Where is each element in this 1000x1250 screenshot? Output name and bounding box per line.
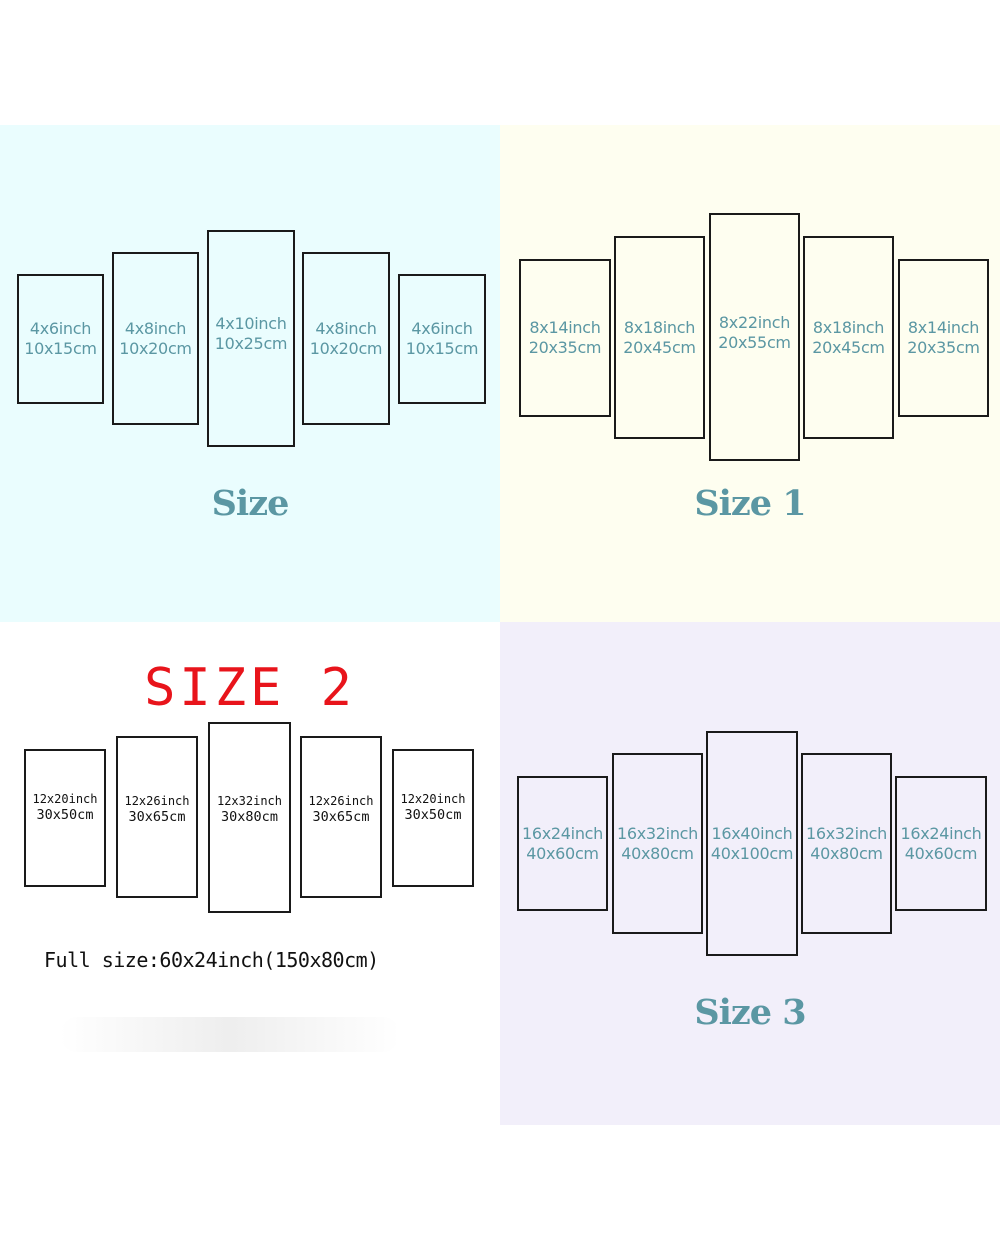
panel-cm-label: 40x80cm [810, 843, 883, 863]
panel-cm-label: 30x50cm [36, 807, 94, 823]
panel-inch-label: 16x24inch [900, 823, 982, 843]
panel-cm-label: 20x45cm [623, 337, 696, 357]
panel-cm-label: 40x80cm [621, 843, 694, 863]
panel-inch-label: 12x26inch [308, 794, 374, 808]
panel-inch-label: 4x8inch [124, 318, 187, 338]
size3-title: Size 3 [694, 992, 806, 1033]
size1-panel-1: 8x14inch 20x35cm [519, 259, 611, 417]
size3-panel-5: 16x24inch 40x60cm [895, 776, 987, 911]
size1-panel-3: 8x22inch 20x55cm [709, 213, 800, 461]
size2-panel-1: 12x20inch 30x50cm [24, 749, 106, 887]
size3-panel-4: 16x32inch 40x80cm [801, 753, 892, 934]
panel-inch-label: 16x32inch [616, 823, 698, 843]
panel-cm-label: 40x60cm [904, 843, 978, 863]
size1-panel-5: 8x14inch 20x35cm [898, 259, 989, 417]
panel-cm-label: 40x60cm [526, 843, 599, 863]
panel-cm-label: 20x35cm [528, 338, 602, 357]
panel-inch-label: 4x6inch [411, 319, 473, 338]
size1-panel-2: 8x18inch 20x45cm [614, 236, 705, 439]
panel-inch-label: 8x18inch [623, 317, 696, 337]
panel-inch-label: 12x20inch [32, 792, 98, 806]
panel-inch-label: 16x40inch [711, 823, 793, 843]
panel-cm-label: 40x100cm [710, 843, 794, 863]
panel-cm-label: 20x45cm [812, 337, 885, 357]
panel-cm-label: 20x55cm [718, 333, 791, 352]
size-title: Size [211, 483, 290, 524]
panel-inch-label: 16x32inch [805, 823, 887, 843]
panel-cm-label: 30x65cm [312, 809, 370, 825]
background-smudge [60, 1017, 400, 1052]
size-panel-4: 4x8inch 10x20cm [302, 252, 390, 425]
size2-quadrant: SIZE 2 12x20inch 30x50cm 12x26inch 30x65… [0, 622, 500, 1125]
size2-panel-4: 12x26inch 30x65cm [300, 736, 382, 898]
size2-panel-5: 12x20inch 30x50cm [392, 749, 474, 887]
size1-quadrant: 8x14inch 20x35cm 8x18inch 20x45cm 8x22in… [500, 125, 1000, 622]
panel-inch-label: 8x14inch [907, 318, 980, 337]
size2-title: SIZE 2 [144, 658, 356, 718]
size2-panel-2: 12x26inch 30x65cm [116, 736, 198, 898]
panel-cm-label: 10x20cm [119, 338, 192, 358]
size-panel-5: 4x6inch 10x15cm [398, 274, 486, 404]
size-panel-1: 4x6inch 10x15cm [17, 274, 104, 404]
size-panel-2: 4x8inch 10x20cm [112, 252, 199, 425]
panel-cm-label: 30x80cm [221, 809, 278, 825]
size-panel-3: 4x10inch 10x25cm [207, 230, 295, 447]
panel-inch-label: 4x8inch [315, 318, 377, 338]
panel-inch-label: 12x26inch [124, 794, 190, 808]
panel-inch-label: 8x14inch [529, 318, 601, 337]
panel-inch-label: 12x20inch [400, 792, 466, 806]
panel-cm-label: 10x15cm [24, 339, 97, 358]
size1-title: Size 1 [694, 483, 806, 524]
panel-inch-label: 8x22inch [718, 313, 791, 332]
full-size-label: Full size:60x24inch(150x80cm) [44, 948, 379, 972]
panel-cm-label: 30x65cm [128, 809, 186, 825]
size1-panel-4: 8x18inch 20x45cm [803, 236, 894, 439]
size2-panel-3: 12x32inch 30x80cm [208, 722, 291, 913]
size3-panel-3: 16x40inch 40x100cm [706, 731, 798, 956]
panel-inch-label: 4x10inch [215, 314, 287, 333]
panel-cm-label: 10x15cm [405, 339, 479, 358]
size-quadrant: 4x6inch 10x15cm 4x8inch 10x20cm 4x10inch… [0, 125, 500, 622]
size3-panel-1: 16x24inch 40x60cm [517, 776, 608, 911]
size3-panel-2: 16x32inch 40x80cm [612, 753, 703, 934]
panel-cm-label: 10x20cm [309, 338, 383, 358]
panel-inch-label: 12x32inch [216, 794, 283, 808]
panel-inch-label: 8x18inch [812, 317, 885, 337]
panel-inch-label: 16x24inch [521, 823, 603, 843]
panel-cm-label: 20x35cm [907, 338, 980, 357]
size3-quadrant: 16x24inch 40x60cm 16x32inch 40x80cm 16x4… [500, 622, 1000, 1125]
panel-cm-label: 30x50cm [404, 807, 462, 823]
panel-cm-label: 10x25cm [214, 334, 288, 353]
panel-inch-label: 4x6inch [29, 319, 92, 338]
